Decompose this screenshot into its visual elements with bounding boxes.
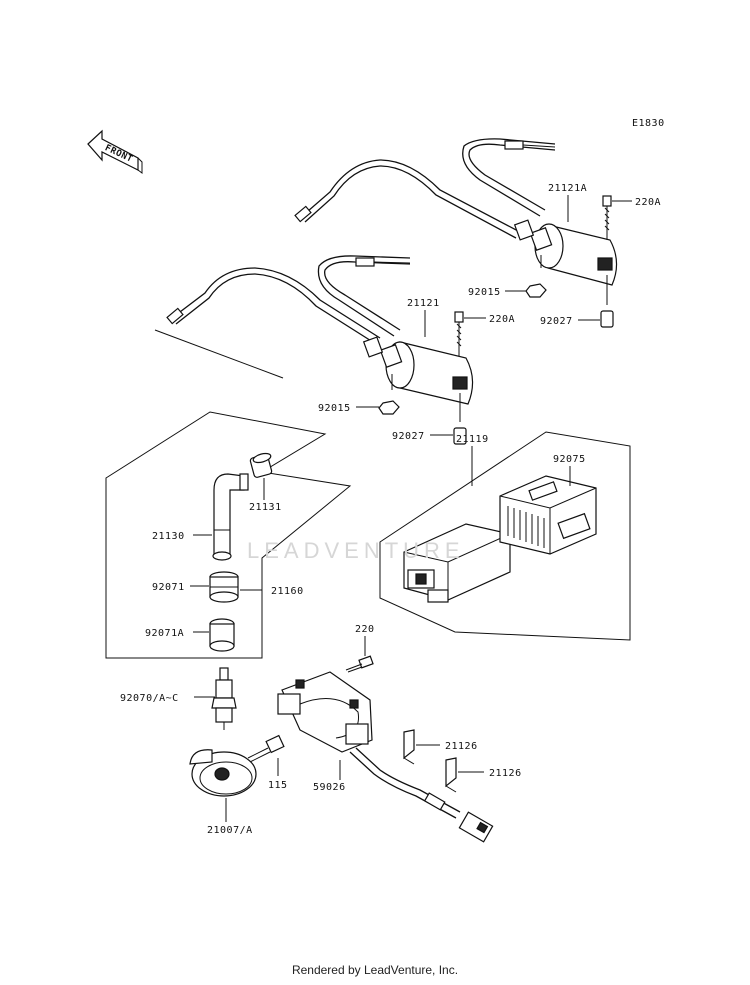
label-21119: 21119 — [456, 434, 489, 445]
cap-21131[interactable] — [249, 452, 273, 478]
seal-92071[interactable] — [209, 571, 239, 603]
label-21121a: 21121A — [548, 183, 587, 194]
label-92070: 92070/A~C — [120, 693, 179, 704]
nut-92015-mid[interactable] — [378, 400, 400, 415]
label-21130: 21130 — [152, 531, 185, 542]
label-92027-mid: 92027 — [392, 431, 425, 442]
label-115: 115 — [268, 780, 288, 791]
ignition-coil-rear[interactable] — [294, 138, 618, 286]
front-label: FRONT — [103, 143, 134, 165]
label-92075: 92075 — [553, 454, 586, 465]
label-92071: 92071 — [152, 582, 185, 593]
ecu-group-box — [379, 431, 631, 641]
control-unit-92075[interactable] — [499, 475, 597, 555]
front-arrow-icon: FRONT — [87, 129, 143, 174]
label-220: 220 — [355, 624, 375, 635]
clamp-21126-lower[interactable] — [445, 757, 457, 793]
ignition-coil-front[interactable] — [166, 255, 474, 405]
plug-cap-group-box — [105, 411, 352, 659]
nut-92015-top[interactable] — [525, 283, 547, 298]
pickup-connector[interactable] — [458, 811, 494, 843]
label-92071a: 92071A — [145, 628, 184, 639]
bolt-220a-top[interactable] — [602, 195, 612, 240]
label-92027-top: 92027 — [540, 316, 573, 327]
plug-cap-21130[interactable] — [212, 473, 249, 561]
label-220a-mid: 220A — [489, 314, 515, 325]
bolt-115[interactable] — [247, 734, 285, 763]
label-21121: 21121 — [407, 298, 440, 309]
label-21131: 21131 — [249, 502, 282, 513]
label-21126-a: 21126 — [445, 741, 478, 752]
diagram-code: E1830 — [632, 118, 665, 129]
collar-92027-top[interactable] — [600, 310, 614, 328]
pickup-assembly-59026[interactable] — [277, 671, 461, 819]
collar-92027-mid[interactable] — [453, 427, 467, 445]
label-21126-b: 21126 — [489, 768, 522, 779]
bolt-220[interactable] — [345, 655, 374, 673]
label-220a-top: 220A — [635, 197, 661, 208]
label-92015-top: 92015 — [468, 287, 501, 298]
clamp-21126-upper[interactable] — [403, 729, 415, 765]
label-92015-mid: 92015 — [318, 403, 351, 414]
bolt-220a-mid[interactable] — [454, 311, 464, 356]
igniter-unit[interactable] — [403, 523, 511, 603]
seal-92071a[interactable] — [209, 618, 235, 652]
label-59026: 59026 — [313, 782, 346, 793]
spark-plug-92070[interactable] — [211, 667, 237, 730]
rotor-21007[interactable] — [189, 749, 257, 797]
label-21007: 21007/A — [207, 825, 253, 836]
label-21160: 21160 — [271, 586, 304, 597]
watermark: LEADVENTURE — [247, 538, 465, 563]
footer-credit: Rendered by LeadVenture, Inc. — [291, 963, 459, 977]
